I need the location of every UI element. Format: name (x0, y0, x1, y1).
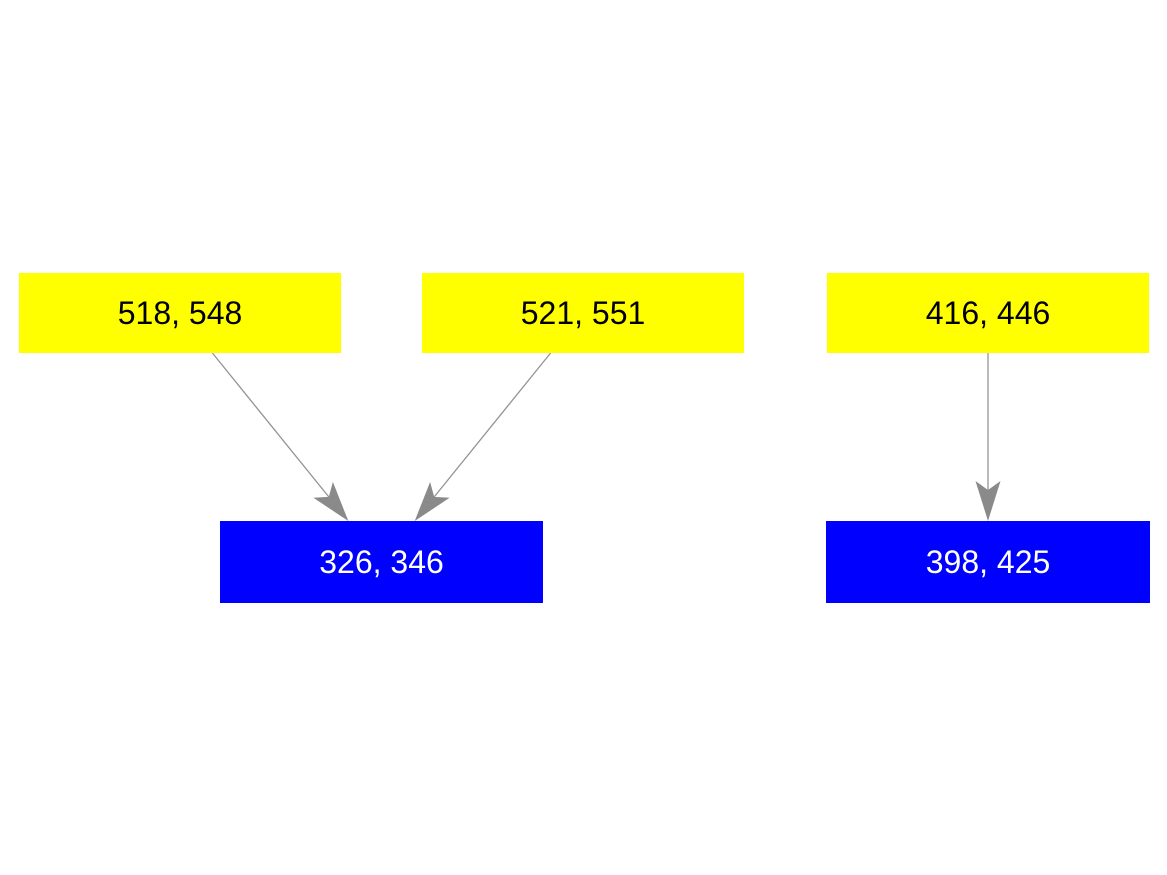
edge-arrowhead (414, 482, 450, 521)
node-label: 398, 425 (925, 544, 1051, 580)
diagram-node-b2: 398, 425 (826, 521, 1150, 603)
edge-arrowhead (313, 482, 349, 521)
diagram-node-y1: 518, 548 (19, 273, 341, 353)
diagram-node-b1: 326, 346 (220, 521, 543, 603)
node-label: 521, 551 (520, 295, 646, 331)
diagram-node-y2: 521, 551 (422, 273, 744, 353)
node-label: 326, 346 (319, 544, 444, 580)
diagram-node-y3: 416, 446 (827, 273, 1149, 353)
node-label: 416, 446 (925, 295, 1051, 331)
node-label: 518, 548 (117, 295, 243, 331)
edge-line (211, 352, 330, 498)
edge-line (433, 352, 552, 498)
edge-arrowhead (975, 481, 1001, 521)
